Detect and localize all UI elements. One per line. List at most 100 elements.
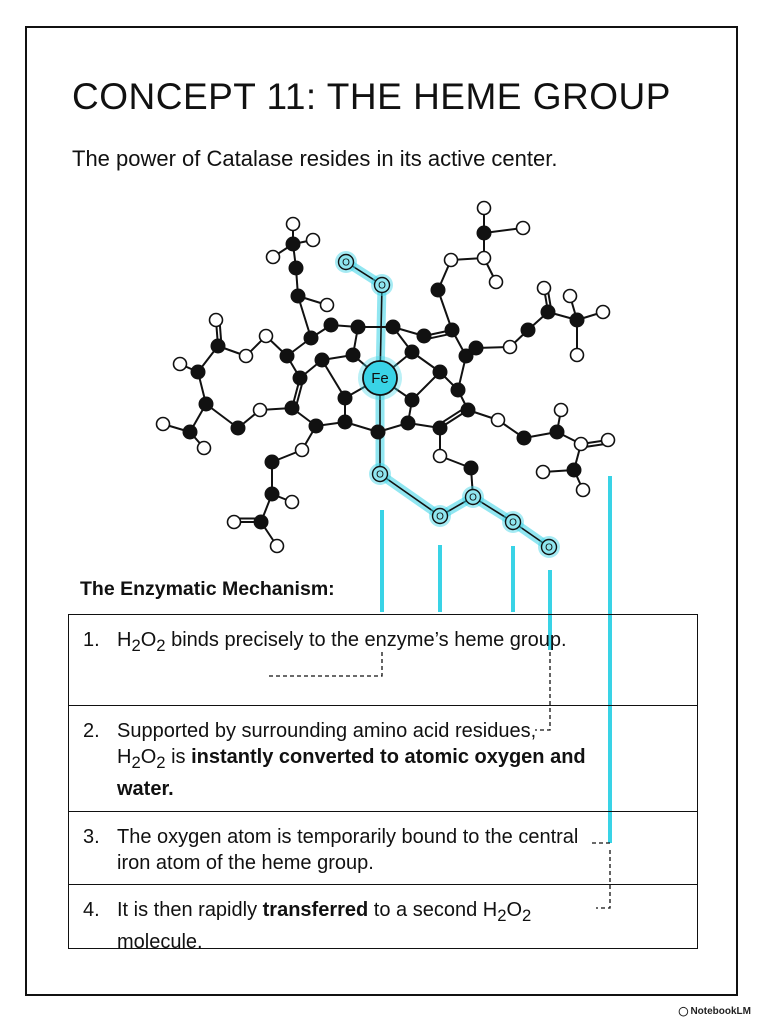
oxygen-atom (337, 253, 355, 271)
page-title: CONCEPT 11: THE HEME GROUP (72, 76, 671, 117)
carbon-atom (279, 348, 295, 364)
iron-atom (362, 360, 398, 396)
carbon-atom (516, 430, 532, 446)
carbon-atom (292, 370, 308, 386)
carbon-atom (198, 396, 214, 412)
step-number: 4. (83, 899, 100, 921)
step-number: 1. (83, 629, 100, 651)
carbon-atom (450, 382, 466, 398)
hydrogen-atom (258, 328, 274, 344)
step-emphasis: transferred (262, 899, 369, 921)
carbon-atom (432, 420, 448, 436)
carbon-atom (314, 352, 330, 368)
hydrogen-atom (535, 464, 551, 480)
hydrogen-atom (595, 304, 611, 320)
carbon-atom (460, 402, 476, 418)
hydrogen-atom (569, 347, 585, 363)
carbon-atom (444, 322, 460, 338)
hydrogen-atom (252, 402, 268, 418)
hydrogen-atom (536, 280, 552, 296)
hydrogen-atom (294, 442, 310, 458)
highlight-bond-core (379, 473, 441, 517)
hydrogen-atom (305, 232, 321, 248)
hydrogen-atom (208, 312, 224, 328)
carbon-atom (350, 319, 366, 335)
hydrogen-atom (265, 249, 281, 265)
hydrogen-atom (319, 297, 335, 313)
hydrogen-atom (575, 482, 591, 498)
oxygen-atom (464, 488, 482, 506)
oxygen-label: O (469, 493, 477, 504)
carbon-atom (230, 420, 246, 436)
oxygen-atom (504, 513, 522, 531)
hydrogen-atom (476, 250, 492, 266)
hydrogen-atom (196, 440, 212, 456)
oxygen-label: O (545, 543, 553, 554)
hydrogen-atom (238, 348, 254, 364)
carbon-atom (253, 514, 269, 530)
carbon-atom (290, 288, 306, 304)
hydrogen-atom (600, 432, 616, 448)
dashed-connector (535, 652, 551, 731)
mechanism-steps: 1. H2O2 binds precisely to the enzyme’s … (68, 614, 698, 953)
carbon-atom (284, 400, 300, 416)
oxygen-label: O (509, 518, 517, 529)
carbon-atom (416, 328, 432, 344)
carbon-atom (337, 390, 353, 406)
hydrogen-atom (226, 514, 242, 530)
mechanism-heading: The Enzymatic Mechanism: (80, 578, 335, 600)
hydrogen-atom (285, 216, 301, 232)
oxygen-label: O (342, 258, 350, 269)
hydrogen-atom (488, 274, 504, 290)
hydrogen-atom (502, 339, 518, 355)
hydrogen-atom (515, 220, 531, 236)
carbon-atom (264, 454, 280, 470)
page-subtitle: The power of Catalase resides in its act… (72, 146, 558, 171)
carbon-atom (430, 282, 446, 298)
hydrogen-atom (562, 288, 578, 304)
step-number: 3. (83, 826, 100, 848)
carbon-atom (210, 338, 226, 354)
oxygen-label: O (376, 470, 384, 481)
iron-label: Fe (371, 370, 389, 387)
oxygen-label: O (378, 281, 386, 292)
carbon-atom (182, 424, 198, 440)
branding: ◯NotebookLM (678, 1006, 751, 1017)
carbon-atom (540, 304, 556, 320)
hydrogen-atom (476, 200, 492, 216)
dashed-connector (596, 850, 611, 909)
carbon-atom (463, 460, 479, 476)
page-frame (25, 26, 738, 996)
hydrogen-atom (490, 412, 506, 428)
mechanism-step-4: 4. It is then rapidly transferred to a s… (69, 884, 697, 953)
carbon-atom (404, 392, 420, 408)
carbon-atom (285, 236, 301, 252)
oxygen-label: O (436, 512, 444, 523)
hydrogen-atom (443, 252, 459, 268)
carbon-atom (476, 225, 492, 241)
oxygen-atom (373, 276, 391, 294)
dashed-connector (268, 652, 383, 677)
hydrogen-atom (553, 402, 569, 418)
carbon-atom (385, 319, 401, 335)
hydrogen-atom (269, 538, 285, 554)
hydrogen-atom (573, 436, 589, 452)
notebooklm-logo-icon: ◯ (678, 1006, 689, 1016)
carbon-atom (566, 462, 582, 478)
mechanism-step-1: 1. H2O2 binds precisely to the enzyme’s … (83, 629, 567, 655)
step-number: 2. (83, 720, 100, 742)
carbon-atom (190, 364, 206, 380)
carbon-atom (345, 347, 361, 363)
hydrogen-atom (432, 448, 448, 464)
carbon-atom (432, 364, 448, 380)
carbon-atom (337, 414, 353, 430)
mechanism-step-3: 3. The oxygen atom is temporarily bound … (69, 811, 697, 884)
carbon-atom (370, 424, 386, 440)
carbon-atom (468, 340, 484, 356)
carbon-atom (323, 317, 339, 333)
oxygen-atom (540, 538, 558, 556)
carbon-atom (308, 418, 324, 434)
mechanism-step-2: 2. Supported by surrounding amino acid r… (69, 705, 697, 811)
carbon-atom (549, 424, 565, 440)
carbon-atom (520, 322, 536, 338)
